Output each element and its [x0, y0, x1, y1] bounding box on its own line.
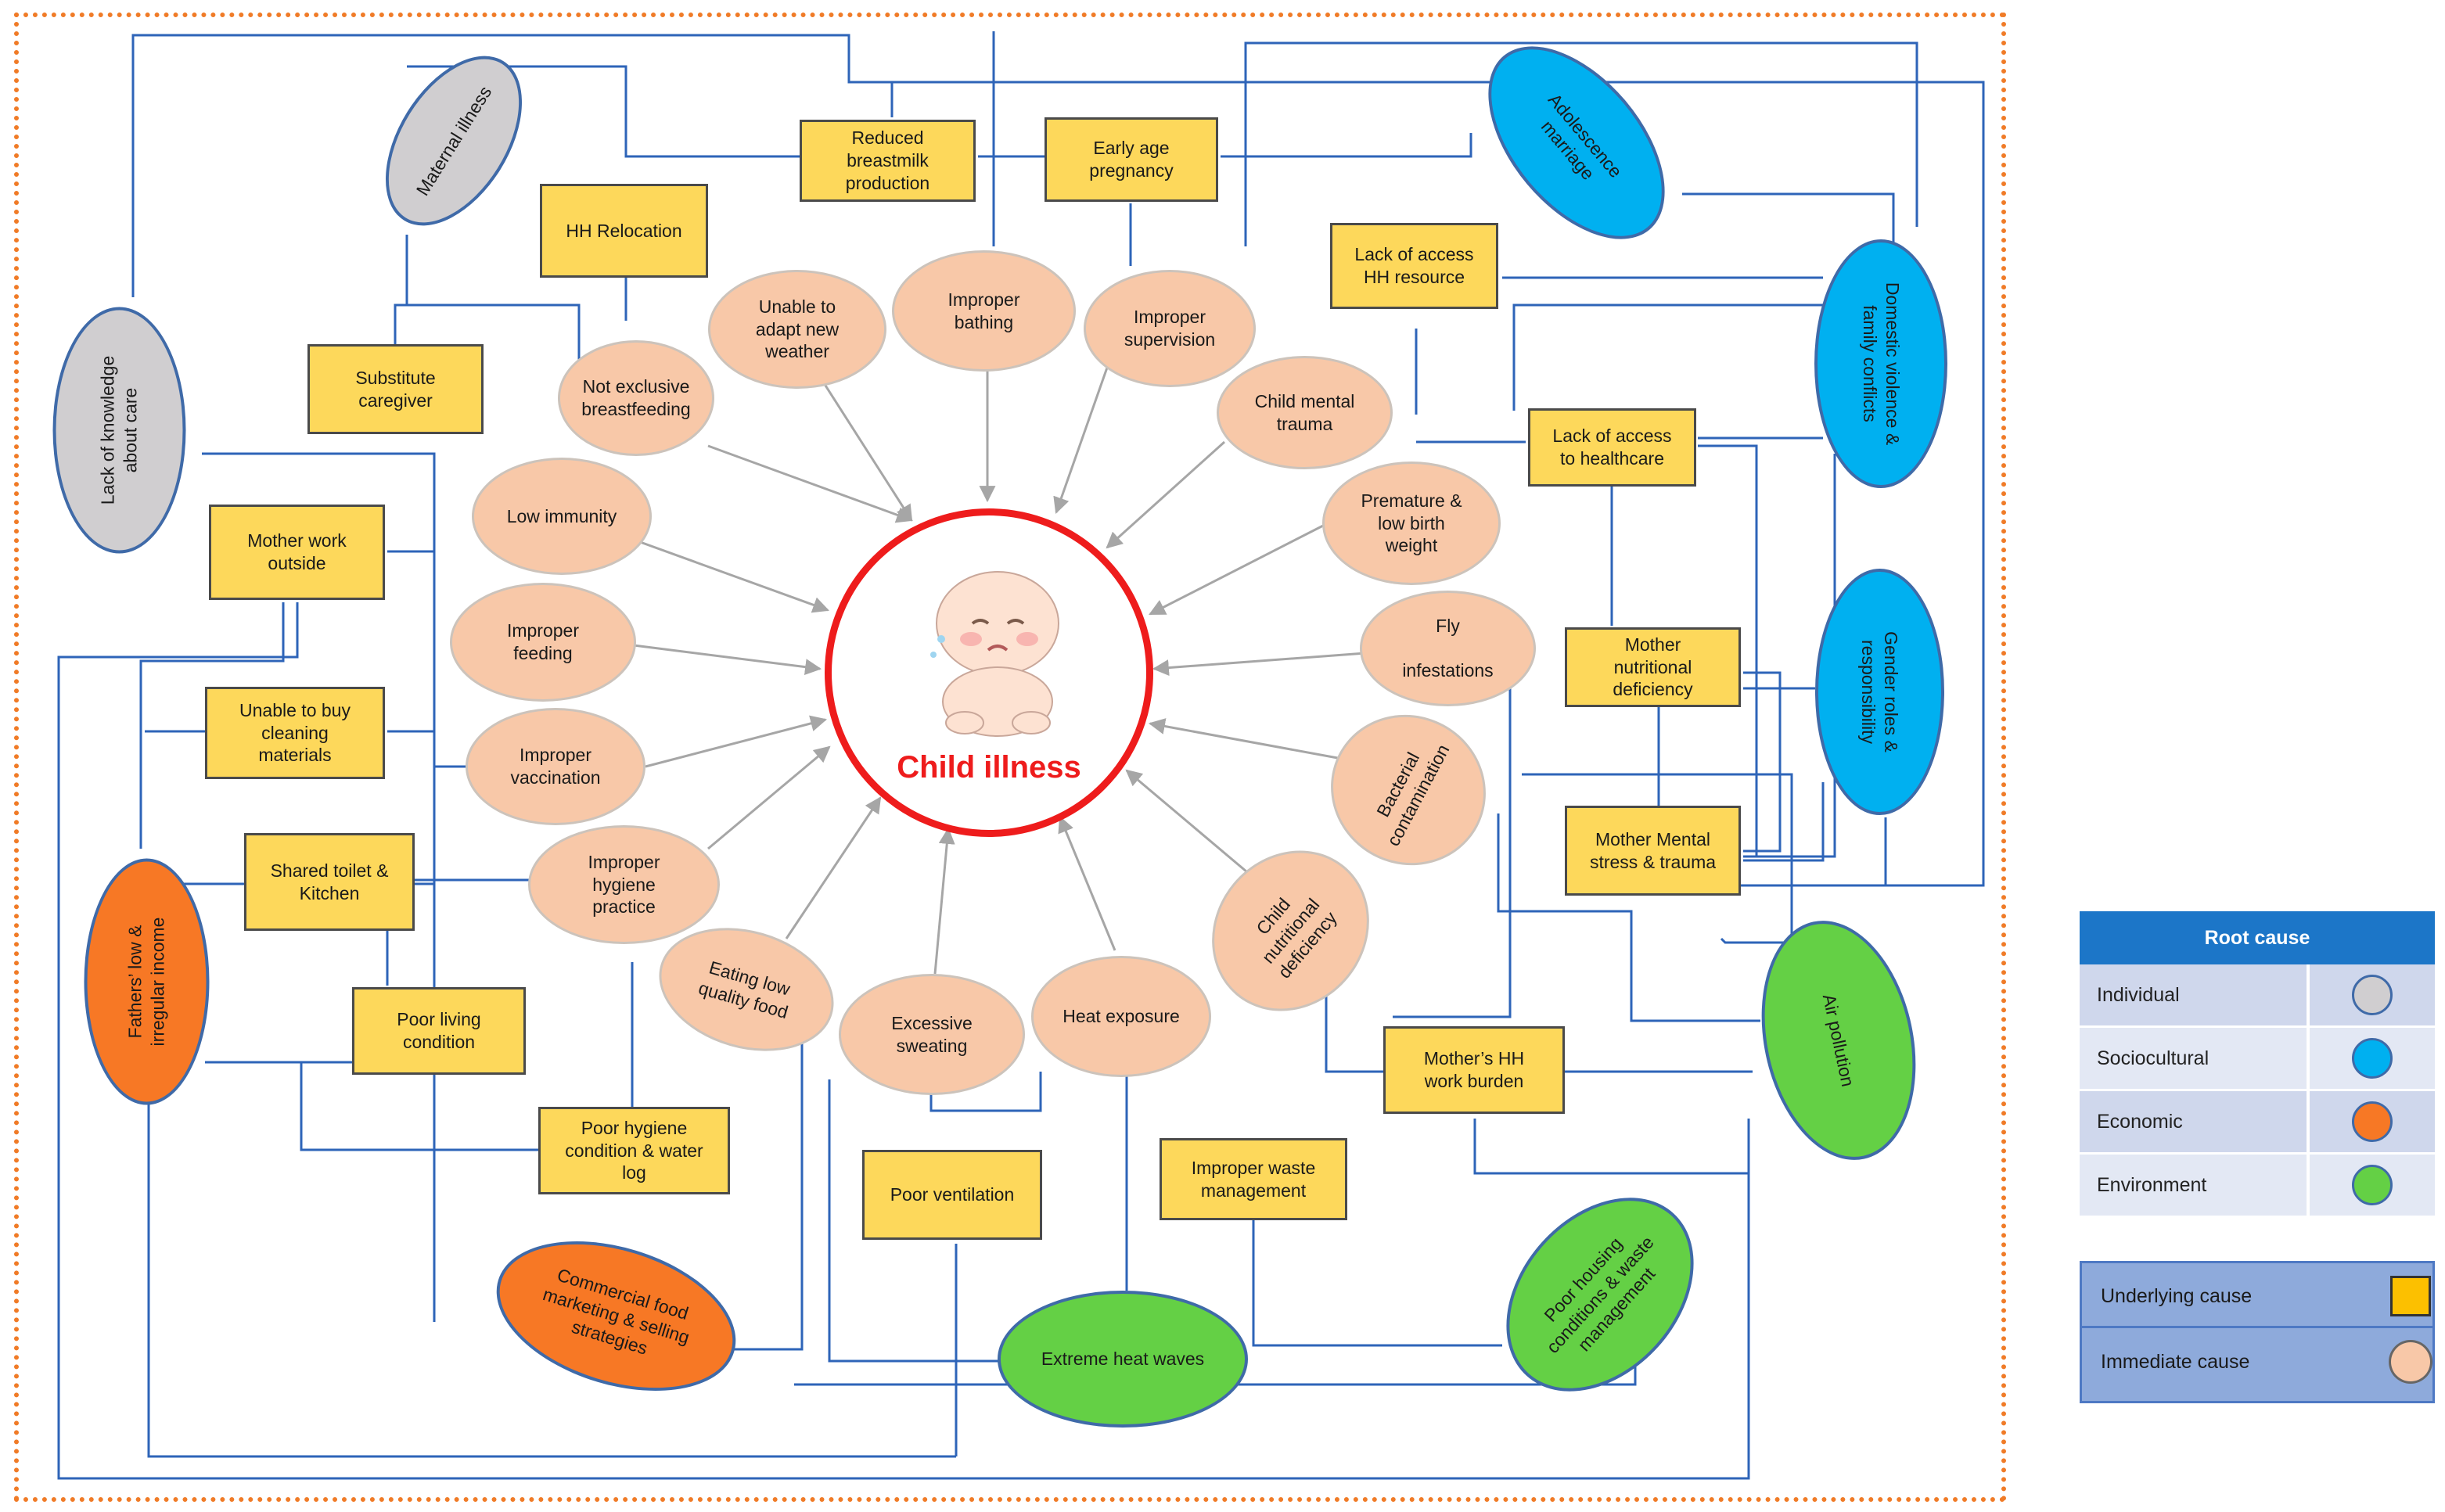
node-improper-bathing[interactable]: Improper bathing: [892, 250, 1076, 372]
legend-row-label: Individual: [2080, 964, 2307, 1025]
node-poor-ventilation[interactable]: Poor ventilation: [862, 1150, 1042, 1240]
node-mother-mental-stress[interactable]: Mother Mental stress & trauma: [1565, 806, 1741, 896]
legend-underlying-label: Underlying cause: [2101, 1284, 2253, 1307]
legend-title: Root cause: [2080, 911, 2435, 964]
node-not-exclusive-breastfeeding[interactable]: Not exclusive breastfeeding: [558, 340, 714, 456]
node-hh-relocation[interactable]: HH Relocation: [540, 184, 708, 278]
node-mother-nutritional-deficiency[interactable]: Mother nutritional deficiency: [1565, 627, 1741, 707]
node-premature-low-birth-weight[interactable]: Premature & low birth weight: [1322, 462, 1501, 585]
diagram-frame: [14, 13, 2006, 1502]
legend-row: Economic: [2080, 1091, 2435, 1155]
immediate-circle-icon: [2389, 1340, 2432, 1384]
legend-root-cause: Root cause Individual Sociocultural Econ…: [2080, 911, 2435, 1218]
node-early-age-pregnancy[interactable]: Early age pregnancy: [1045, 117, 1218, 202]
child-illness-center: Child illness: [825, 508, 1153, 837]
legend-row-label: Sociocultural: [2080, 1028, 2307, 1089]
legend-row: Individual: [2080, 964, 2435, 1028]
legend-row-label: Environment: [2080, 1155, 2307, 1216]
underlying-square-icon: [2390, 1276, 2431, 1316]
node-lack-access-hh-resource[interactable]: Lack of access HH resource: [1330, 223, 1498, 309]
node-gender-roles[interactable]: Gender roles & responsibility: [1815, 569, 1944, 815]
legend-row: Sociocultural: [2080, 1028, 2435, 1091]
node-unable-adapt-weather[interactable]: Unable to adapt new weather: [708, 270, 886, 389]
node-improper-vaccination[interactable]: Improper vaccination: [466, 708, 645, 825]
node-shared-toilet-kitchen[interactable]: Shared toilet & Kitchen: [244, 833, 415, 931]
legend-economic-swatch-icon: [2352, 1101, 2393, 1142]
legend-immediate-label: Immediate cause: [2101, 1350, 2250, 1373]
node-unable-buy-cleaning-materials[interactable]: Unable to buy cleaning materials: [205, 687, 385, 779]
node-reduced-breastmilk-production[interactable]: Reduced breastmilk production: [800, 120, 976, 202]
node-mothers-hh-work-burden[interactable]: Mother’s HH work burden: [1383, 1026, 1565, 1114]
center-label: Child illness: [897, 750, 1081, 785]
legend-environment-swatch-icon: [2352, 1165, 2393, 1205]
node-poor-living-condition[interactable]: Poor living condition: [352, 987, 526, 1075]
node-heat-exposure[interactable]: Heat exposure: [1031, 956, 1211, 1077]
legend-row-label: Economic: [2080, 1091, 2307, 1152]
legend-cause-types: Underlying cause Immediate cause: [2080, 1261, 2435, 1403]
node-fathers-income[interactable]: Fathers’ low & irregular income: [84, 858, 210, 1105]
node-low-immunity[interactable]: Low immunity: [472, 458, 652, 575]
node-poor-hygiene-condition-water-log[interactable]: Poor hygiene condition & water log: [538, 1107, 730, 1194]
node-mother-work-outside[interactable]: Mother work outside: [209, 505, 385, 600]
node-lack-of-knowledge[interactable]: Lack of knowledge about care: [52, 307, 186, 554]
node-improper-waste-management[interactable]: Improper waste management: [1160, 1138, 1347, 1220]
node-improper-supervision[interactable]: Improper supervision: [1084, 270, 1256, 387]
node-child-mental-trauma[interactable]: Child mental trauma: [1217, 356, 1393, 469]
legend-sociocultural-swatch-icon: [2352, 1038, 2393, 1079]
node-fly-infestations[interactable]: Fly infestations: [1360, 591, 1536, 706]
legend-individual-swatch-icon: [2352, 975, 2393, 1015]
crying-baby-icon: [930, 571, 1059, 737]
node-improper-feeding[interactable]: Improper feeding: [450, 583, 636, 702]
node-extreme-heat-waves[interactable]: Extreme heat waves: [998, 1291, 1248, 1428]
node-excessive-sweating[interactable]: Excessive sweating: [839, 974, 1025, 1095]
node-lack-access-healthcare[interactable]: Lack of access to healthcare: [1528, 408, 1696, 487]
node-improper-hygiene-practice[interactable]: Improper hygiene practice: [528, 825, 720, 944]
node-domestic-violence[interactable]: Domestic violence & family conflicts: [1814, 239, 1947, 488]
node-substitute-caregiver[interactable]: Substitute caregiver: [307, 344, 484, 434]
legend-row: Environment: [2080, 1155, 2435, 1218]
